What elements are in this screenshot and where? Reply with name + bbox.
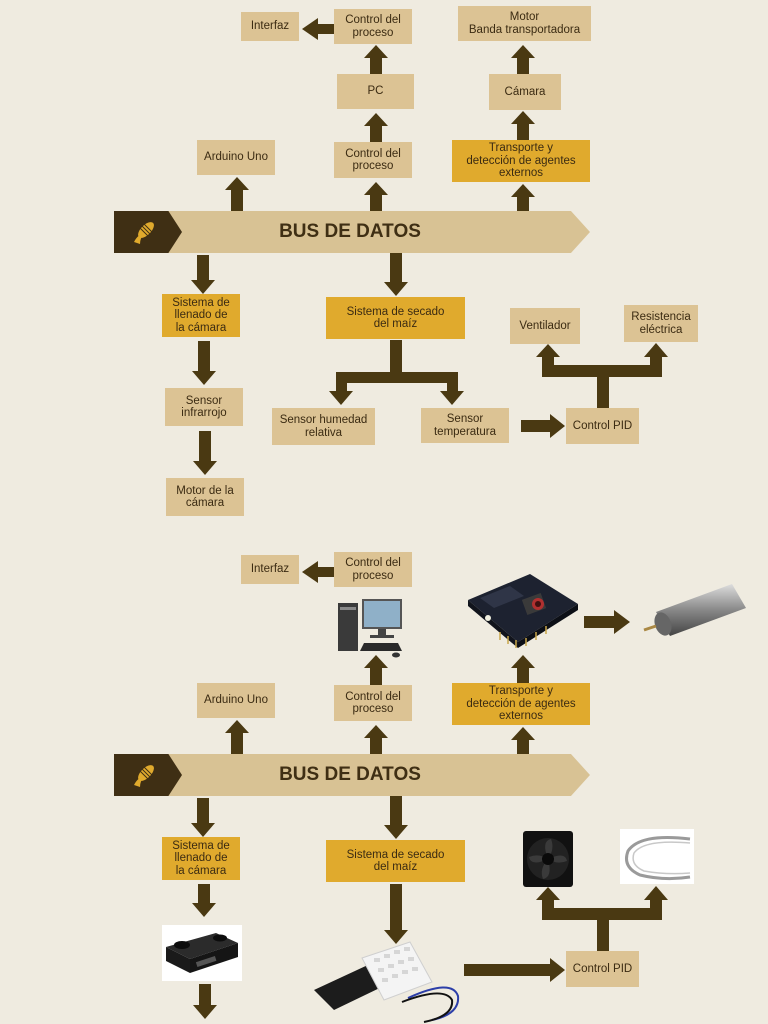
arrow-secado-to-sensor-2 [384,884,408,944]
computer-icon [338,599,402,658]
arduino-box-2: Arduino Uno [197,683,275,718]
bus-bar-2 [114,754,590,796]
arrow-bus-to-llenado-2 [191,798,215,837]
motor-camara-box: Motor de la cámara [166,478,244,516]
arrow-ir-to-motor [193,431,217,475]
control-proceso-mid-box: Control del proceso [334,142,412,178]
arduino-box: Arduino Uno [197,140,275,175]
arrow-ir-to-motor-2 [193,984,217,1019]
heating-resistor-icon [620,829,694,884]
arrow-llenado-to-ir [192,341,216,385]
arrow-to-interfaz [302,18,334,40]
esp32-camera-icon [468,574,578,648]
arrow-bus-to-arduino-2 [225,720,249,754]
resistencia-box: Resistencia eléctrica [624,305,698,342]
arrow-bus-to-transporte [511,184,535,211]
transporte-box-2: Transporte y detección de agentes extern… [452,683,590,725]
control-proceso-top-box: Control del proceso [334,9,412,44]
arrow-bus-to-control [364,182,388,211]
corn-icon [134,222,154,244]
sensor-infrarrojo-box: Sensor infrarrojo [165,388,243,426]
control-pid-box-2: Control PID [566,951,639,987]
llenado-box-2: Sistema de llenado de la cámara [162,837,240,880]
arrow-transporte-to-camara [511,111,535,140]
transporte-box: Transporte y detección de agentes extern… [452,140,590,182]
humidity-sensor-icon [314,941,460,1023]
secado-box: Sistema de secado del maíz [326,297,465,339]
bus-bar [114,211,590,253]
arrow-camara-to-motor [511,45,535,74]
arrow-bus-to-transporte-2 [511,727,535,754]
arrow-control-to-pc-2 [364,655,388,685]
control-proceso-mid-box-2: Control del proceso [334,685,412,721]
camara-box: Cámara [489,74,561,110]
control-proceso-top-box-2: Control del proceso [334,552,412,587]
arrow-bus-to-secado [384,253,408,296]
arrow-llenado-to-ir-2 [192,884,216,917]
fan-icon [523,831,573,887]
arrow-bus-to-arduino [225,177,249,211]
llenado-box: Sistema de llenado de la cámara [162,294,240,337]
sensor-temperatura-box: Sensor temperatura [421,408,509,443]
ir-sensor-icon [162,925,242,981]
arrow-bus-to-llenado [191,255,215,294]
arrow-bus-to-secado-2 [384,796,408,839]
arrow-temp-to-pid [521,414,565,438]
secado-box-2: Sistema de secado del maíz [326,840,465,882]
control-pid-box: Control PID [566,408,639,444]
ventilador-box: Ventilador [510,308,580,344]
arrow-sensor-to-pid-2 [464,958,565,982]
sensor-humedad-box: Sensor humedad relativa [272,408,375,445]
arrow-bus-to-control-2 [364,725,388,754]
motor-banda-box: Motor Banda transportadora [458,6,591,41]
arrow-pc-to-control [364,45,388,74]
dc-motor-icon [643,584,746,636]
corn-icon [134,765,154,787]
interfaz-box: Interfaz [241,12,299,41]
arrow-to-interfaz-2 [302,561,334,583]
interfaz-box-2: Interfaz [241,555,299,584]
bus-title-2: BUS DE DATOS [279,764,421,785]
pc-box: PC [337,74,414,109]
arrow-transporte-to-esp32 [511,655,535,683]
arrow-control-to-pc [364,113,388,142]
bus-title: BUS DE DATOS [279,221,421,242]
arrow-esp32-to-motor [584,610,630,634]
